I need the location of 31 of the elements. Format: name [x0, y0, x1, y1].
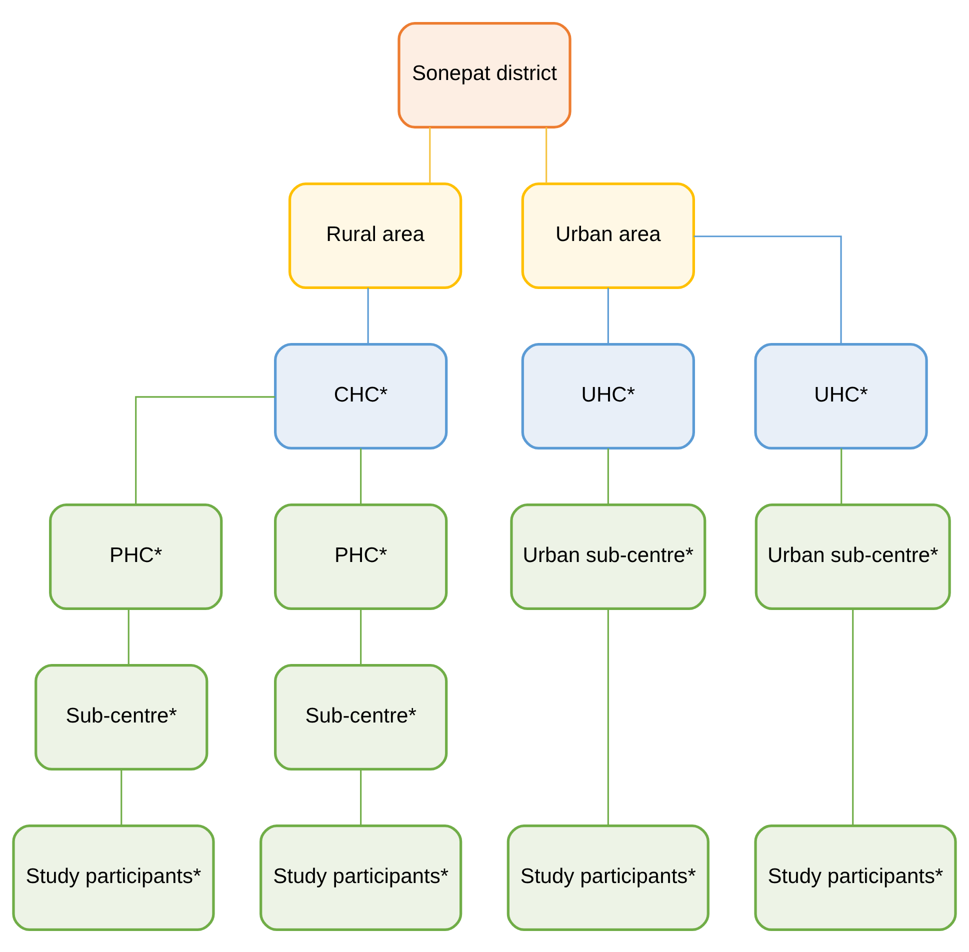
node-box: Study participants* [754, 824, 957, 931]
node-box: CHC* [274, 342, 448, 450]
connector [429, 126, 431, 183]
connector [852, 608, 854, 825]
node-box: Study participants* [12, 824, 215, 931]
connector [607, 448, 609, 504]
node-box: PHC* [49, 502, 223, 610]
connector [607, 287, 609, 344]
node-box: Urban sub-centre* [510, 502, 706, 610]
connector [367, 287, 369, 344]
connector [360, 608, 362, 664]
connector [135, 396, 276, 504]
node-box: Urban sub-centre* [754, 502, 951, 610]
node-box: Sub-centre* [34, 663, 208, 770]
connector [840, 448, 842, 504]
node-box: PHC* [274, 502, 448, 610]
connector [360, 768, 362, 825]
node-box: Rural area [288, 182, 462, 289]
node-box: Urban area [521, 182, 695, 289]
node-box: Sonepat district [398, 21, 572, 128]
node-box: UHC* [521, 342, 695, 450]
node-box: UHC* [754, 342, 928, 450]
node-box: Study participants* [260, 824, 462, 931]
connector [120, 768, 122, 825]
connector [694, 235, 842, 344]
node-box: Sub-centre* [274, 663, 448, 770]
node-box: Study participants* [506, 824, 710, 931]
connector [360, 448, 362, 504]
connector [607, 608, 609, 825]
connector [128, 608, 130, 664]
connector [546, 126, 548, 183]
